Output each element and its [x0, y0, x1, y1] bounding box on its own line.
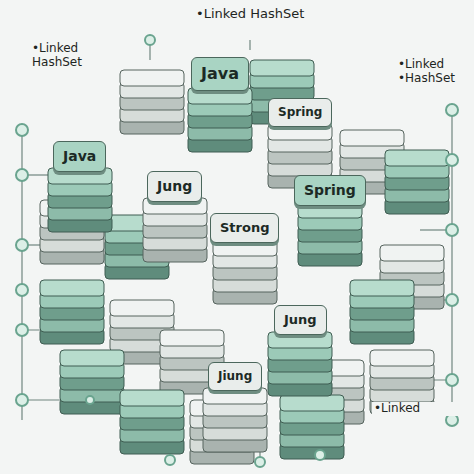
block-label: Jung	[284, 312, 317, 327]
block-label: Jung	[157, 178, 192, 194]
block-box: Spring	[294, 175, 366, 206]
block-box: Java	[191, 57, 249, 91]
block-label: Java	[63, 148, 96, 164]
block-label: Jiung	[218, 369, 252, 383]
block-box: Jung	[274, 305, 327, 335]
block-box: Spring	[268, 98, 332, 127]
block-box: Jung	[147, 171, 202, 202]
callout-label: •Linked •HashSet	[396, 58, 474, 86]
block-box: Java	[53, 141, 106, 172]
callout-label: •Linked HashSet	[30, 42, 106, 70]
callout-label: •Linked	[372, 402, 466, 416]
diagram-title: •Linked HashSet	[194, 6, 306, 21]
block-label: Spring	[304, 182, 356, 198]
block-label: Spring	[278, 105, 322, 119]
block-box: Jiung	[208, 362, 262, 391]
block-label: Strong	[220, 220, 269, 235]
block-box: Strong	[210, 213, 279, 243]
block-label: Java	[201, 64, 239, 83]
